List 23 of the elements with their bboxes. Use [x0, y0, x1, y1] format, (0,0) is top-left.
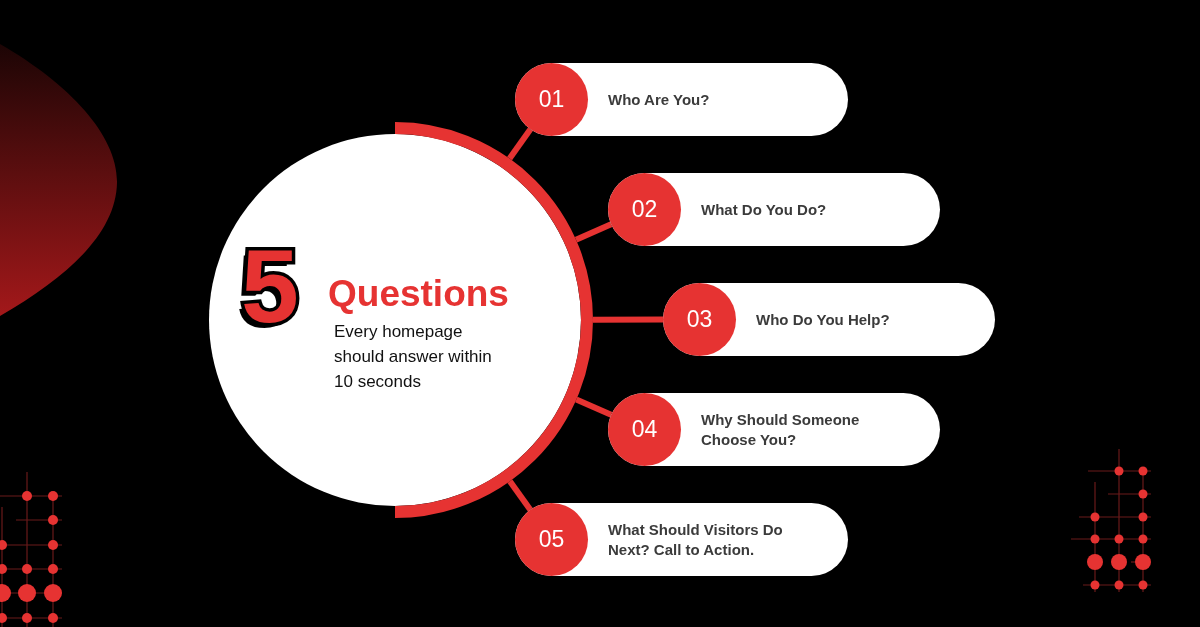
gradient-shape: [0, 44, 118, 316]
question-card: [608, 393, 940, 466]
number-circle: [608, 393, 681, 466]
connector-line: [575, 396, 613, 418]
question-text: Who Do You Help?: [756, 309, 890, 330]
question-text: What Should Visitors Do Next? Call to Action.: [608, 519, 784, 560]
step-number: 01: [538, 88, 565, 111]
connector-line: [593, 316, 663, 323]
step-number: 04: [631, 418, 658, 441]
number-circle: [608, 173, 681, 246]
step-number: 05: [538, 528, 565, 551]
question-card: [608, 173, 940, 246]
big-number: 5: [241, 234, 299, 338]
step-number: 03: [686, 308, 713, 331]
step-number: 02: [631, 198, 658, 221]
connector-line: [507, 127, 533, 161]
question-text: Why Should Someone Choose You?: [701, 409, 861, 450]
connector-line: [507, 479, 533, 512]
question-text: Who Are You?: [608, 89, 710, 110]
question-text: What Do You Do?: [701, 199, 827, 220]
heading: Questions: [328, 275, 509, 312]
subtitle-text: Every homepage should answer within 10 seconds: [334, 321, 493, 393]
connector-line: [574, 221, 613, 243]
